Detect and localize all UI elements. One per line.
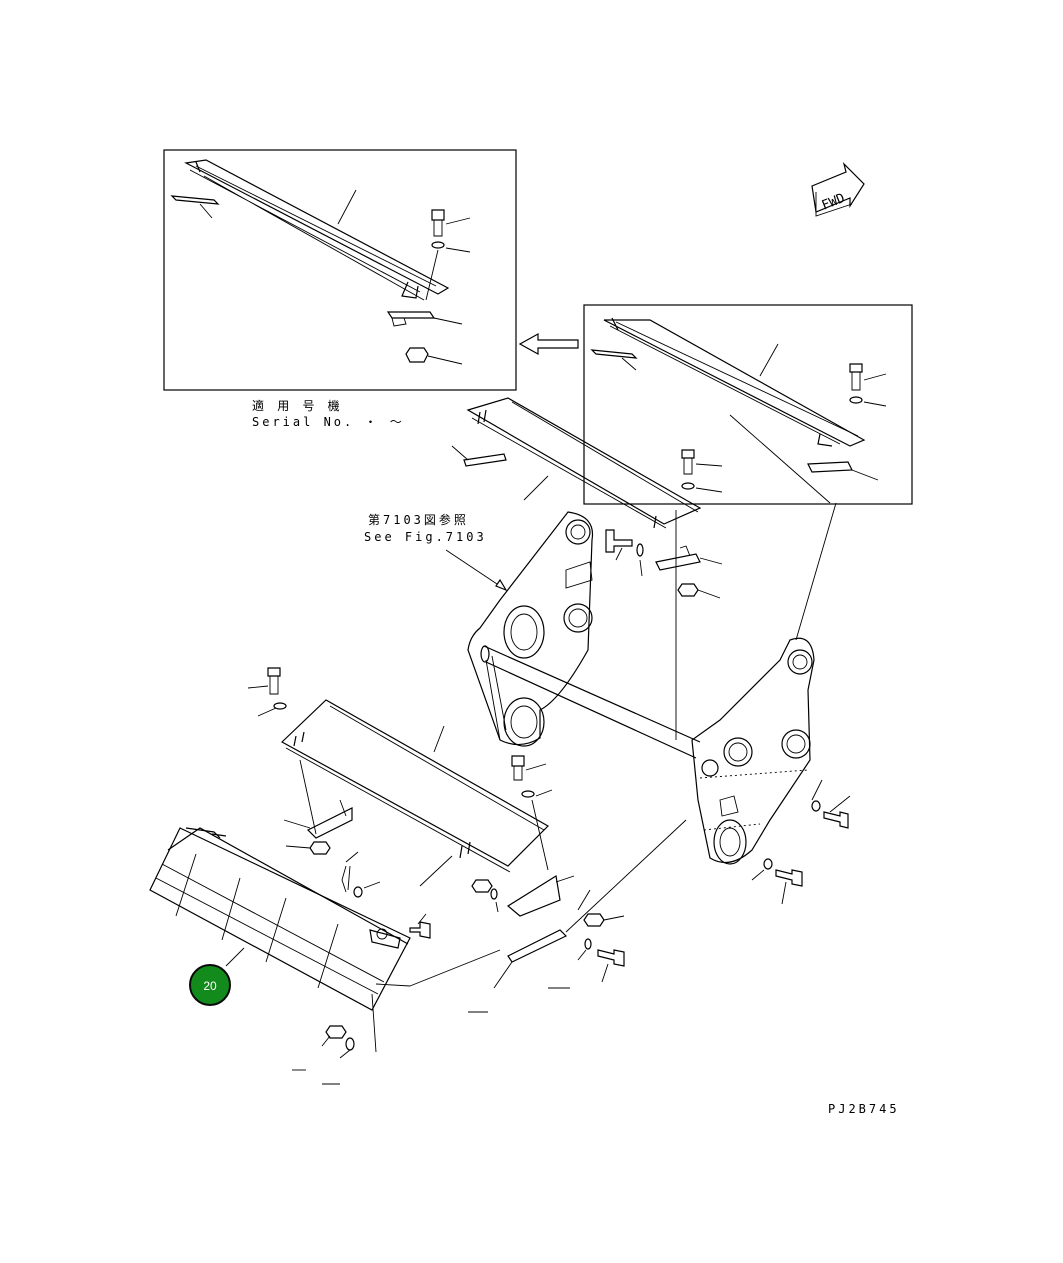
frame-right-plate <box>691 637 815 865</box>
fwd-direction-icon: FWD <box>811 162 865 217</box>
replacement-arrow-icon <box>518 332 579 356</box>
serial-no-label-en: Serial No. ・ ～ <box>252 415 405 429</box>
lower-grille-guard <box>149 827 501 1085</box>
inset-box-left <box>163 149 517 391</box>
fwd-label: FWD <box>820 191 848 214</box>
frame-left-plate <box>467 511 594 747</box>
inset-box-right <box>583 304 913 505</box>
right-bolts <box>751 779 851 905</box>
upper-cover-plate <box>451 397 723 740</box>
serial-no-label-jp: 適 用 号 機 <box>252 398 343 413</box>
drawing-code: PJ2B745 <box>828 1102 900 1116</box>
callout-marker[interactable] <box>189 964 231 1006</box>
cross-tube <box>480 645 701 759</box>
callout-number: 20 <box>203 979 217 993</box>
callout-20[interactable]: 20 <box>189 964 231 1006</box>
reference-label-en: See Fig.7103 <box>364 530 487 544</box>
reference-label-jp: 第7103図参照 <box>368 512 469 527</box>
lower-cover-plate <box>247 667 625 1013</box>
